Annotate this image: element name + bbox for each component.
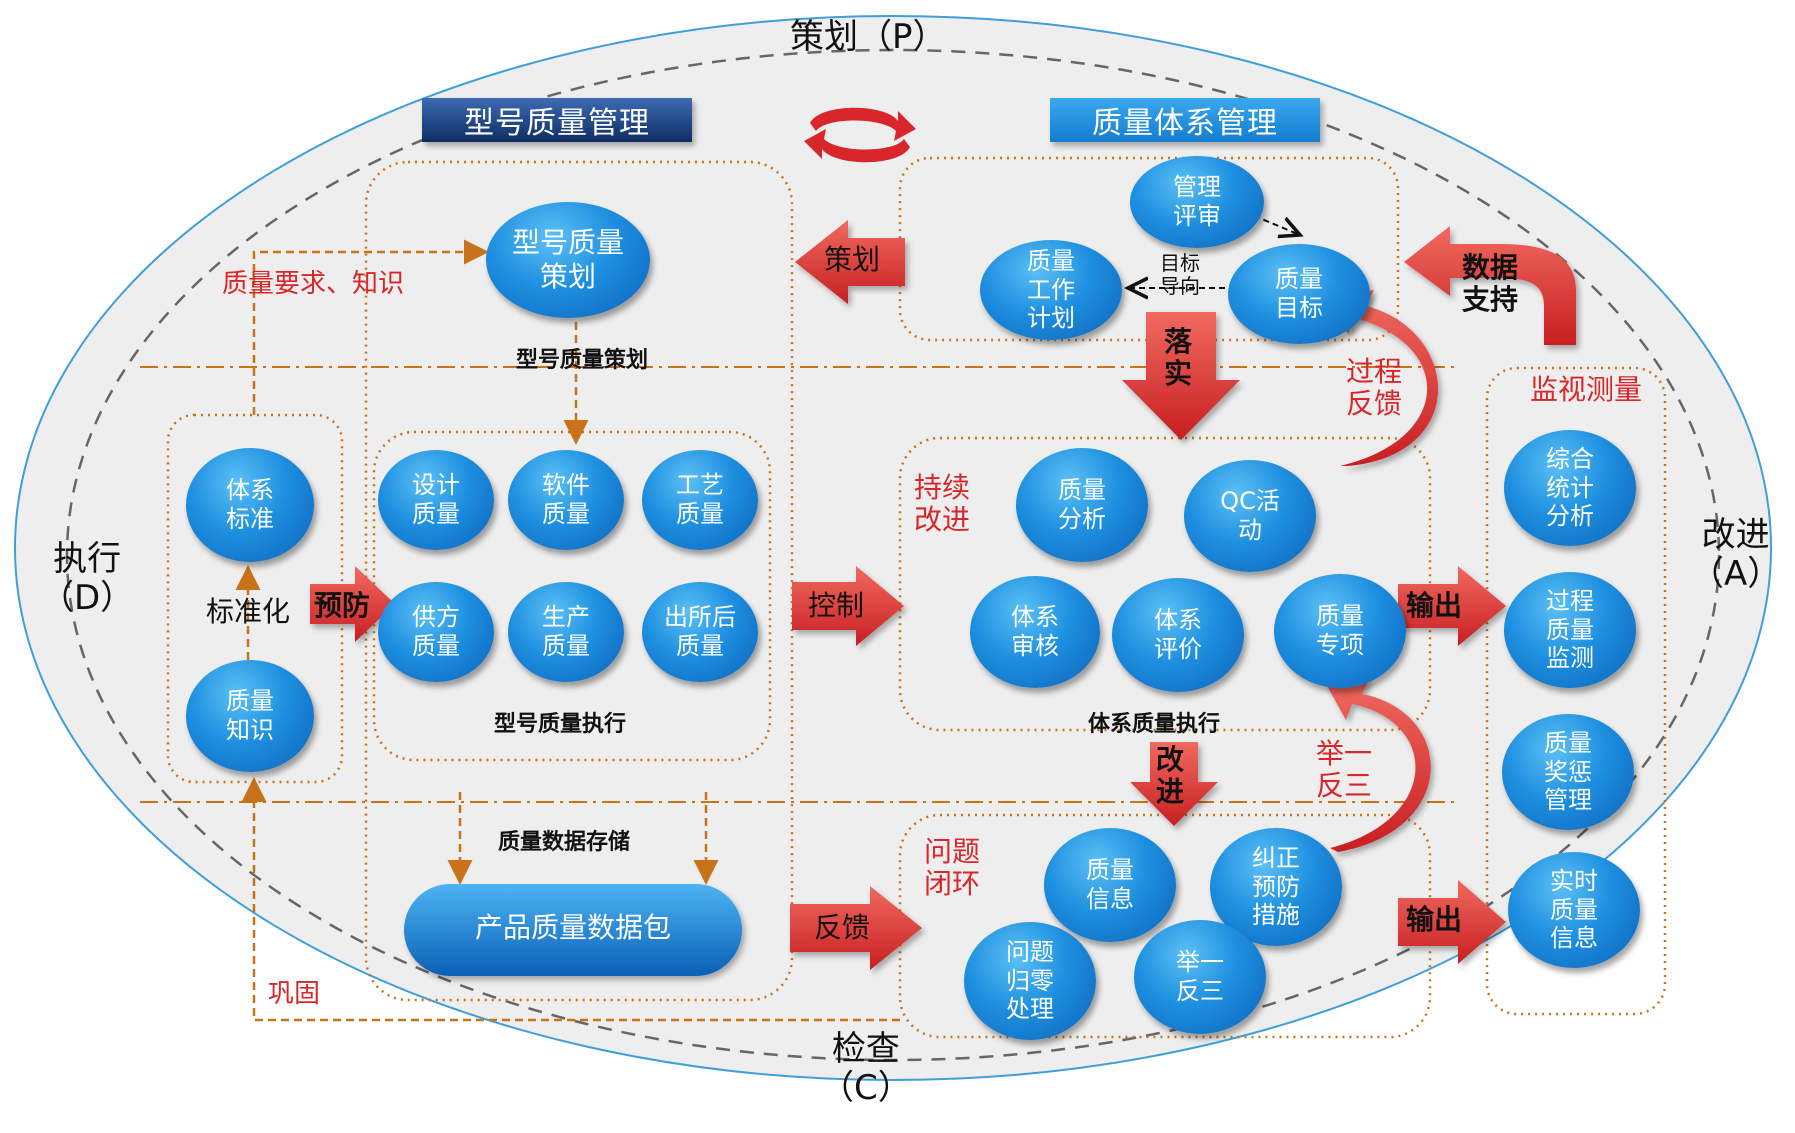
system-evaluation-node: 体系 评价: [1112, 578, 1244, 692]
management-review-node: 管理 评审: [1130, 156, 1264, 248]
software-quality-node: 软件 质量: [508, 450, 624, 550]
arrow-implement: [1122, 312, 1240, 440]
requirement-knowledge-label: 质量要求、知识: [222, 269, 405, 299]
draw-inferences-node: 举一 反三: [1134, 920, 1266, 1034]
continuous-improvement-title: 持续 改进: [914, 471, 971, 537]
arrow-implement-label: 落 实: [1164, 325, 1193, 391]
arrow-draw-inferences: [1326, 678, 1431, 852]
product-data-package-bg: [404, 884, 742, 976]
line-requirement-knowledge: [252, 239, 489, 415]
quality-work-plan-node: 质量 工作 计划: [980, 240, 1122, 340]
product-data-package: 产品质量数据包: [474, 911, 671, 944]
quality-info-node: 质量 信息: [1044, 828, 1176, 942]
standardize-label: 标准化: [206, 595, 291, 628]
cycle-plan-label: 策划（P）: [790, 17, 947, 57]
arrow-prevent: [310, 566, 395, 642]
cycle-check-label: 检查 （C）: [820, 1029, 912, 1109]
arrow-data-support: [1404, 226, 1576, 345]
arrow-control-label: 控制: [808, 589, 865, 622]
arrow-output-2-label: 输出: [1406, 903, 1463, 936]
cycle-icon: [804, 107, 916, 163]
cycle-do-label: 执行 （D）: [40, 539, 135, 619]
reward-punishment-node: 质量 奖惩 管理: [1502, 714, 1634, 830]
data-support-label: 数据 支持: [1462, 251, 1519, 317]
cycle-act-label: 改进 （A）: [1690, 515, 1782, 595]
arrow-feedback-label: 反馈: [814, 911, 871, 944]
process-monitoring-node: 过程 质量 监测: [1504, 572, 1636, 688]
after-delivery-quality-node: 出所后 质量: [642, 582, 758, 682]
data-storage-label: 质量数据存储: [498, 830, 631, 855]
arrow-prevent-label: 预防: [314, 589, 371, 622]
quality-goal-node: 质量 目标: [1228, 244, 1370, 344]
arrow-improve: [1130, 742, 1218, 826]
pdca-dashed-ellipse: [65, 48, 1721, 1062]
arrow-control: [792, 566, 904, 646]
statistical-analysis-node: 综合 统计 分析: [1504, 430, 1636, 546]
monitoring-title: 监视测量: [1530, 373, 1643, 406]
qc-activity-node: QC活 动: [1184, 460, 1316, 572]
arrow-feedback: [790, 886, 922, 970]
frame-system-management: [898, 156, 1400, 342]
arrow-output-1: [1398, 566, 1506, 646]
problem-zeroing-node: 问题 归零 处理: [964, 922, 1096, 1040]
process-feedback-label: 过程 反馈: [1346, 355, 1403, 421]
header-model-quality-bg: [422, 98, 692, 142]
quality-special-node: 质量 专项: [1274, 574, 1406, 688]
line-consolidate: [241, 777, 900, 1022]
draw-inferences-label: 举一 反三: [1316, 737, 1373, 803]
arrow-output-2: [1398, 880, 1506, 964]
process-quality-node: 工艺 质量: [642, 450, 758, 550]
header-system-quality-bg: [1050, 98, 1320, 142]
model-planning-label: 型号质量策划: [516, 348, 649, 373]
arrow-plan-label: 策划: [824, 243, 881, 276]
system-audit-node: 体系 审核: [970, 576, 1100, 688]
frame-model-management: [364, 160, 794, 1002]
model-planning-ellipse: 型号质量 策划: [486, 202, 650, 318]
design-quality-node: 设计 质量: [378, 450, 494, 550]
system-standard-node: 体系 标准: [186, 448, 314, 562]
quality-knowledge-node: 质量 知识: [186, 660, 314, 772]
arrow-process-feedback: [1330, 290, 1439, 466]
realtime-info-node: 实时 质量 信息: [1508, 852, 1640, 968]
arrow-improve-label: 改 进: [1156, 743, 1185, 809]
model-execution-label: 型号质量执行: [494, 712, 627, 737]
problem-closure-title: 问题 闭环: [924, 835, 981, 901]
frame-continuous-improvement: [898, 436, 1432, 732]
arrow-output-1-label: 输出: [1406, 589, 1463, 622]
consolidate-label: 巩固: [268, 979, 321, 1009]
header-model-quality: 型号质量管理: [464, 106, 650, 141]
supplier-quality-node: 供方 质量: [378, 582, 494, 682]
system-execution-label: 体系质量执行: [1088, 712, 1221, 737]
goal-oriented-label: 目标 导向: [1160, 251, 1200, 298]
header-system-quality: 质量体系管理: [1092, 106, 1278, 141]
production-quality-node: 生产 质量: [508, 582, 624, 682]
quality-analysis-node: 质量 分析: [1016, 448, 1148, 562]
arrow-plan: [795, 220, 905, 304]
frame-model-execution: [372, 430, 772, 762]
